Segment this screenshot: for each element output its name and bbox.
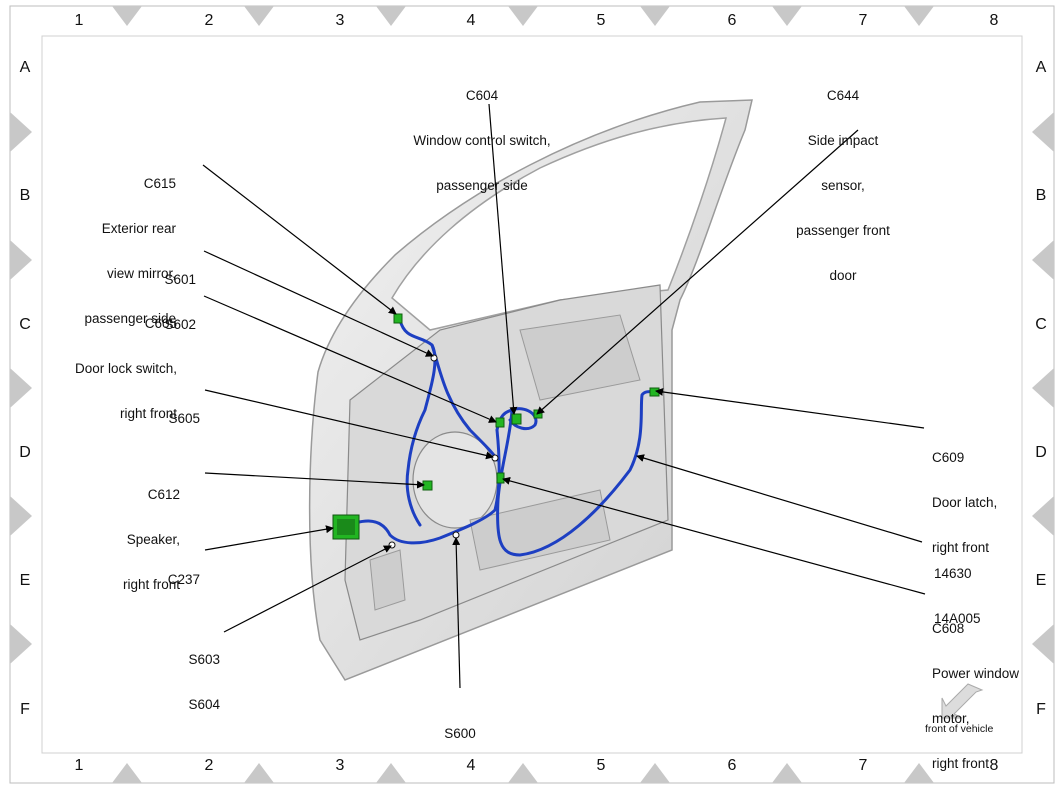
callout-c608-line-2: motor, xyxy=(932,711,970,726)
callout-c604: C604 Window control switch, passenger si… xyxy=(396,58,568,208)
grid-col-top-6: 6 xyxy=(727,12,737,29)
callout-c644: C644 Side impact sensor, passenger front… xyxy=(780,58,906,298)
callout-c608-line-1: Power window xyxy=(932,666,1020,681)
wiring-harness xyxy=(338,318,658,557)
grid-row-right-f: F xyxy=(1036,701,1046,718)
grid-row-left-e: E xyxy=(19,572,31,589)
callout-14630-14a005: 14630 14A005 xyxy=(934,536,1024,641)
grid-col-bottom-5: 5 xyxy=(596,757,606,774)
callout-c608-code: C608 xyxy=(932,621,965,636)
front-of-vehicle-label: front of vehicle xyxy=(925,723,994,735)
front-of-vehicle-arrow xyxy=(941,683,984,719)
callout-c615: C615 Exterior rear view mirror, passenge… xyxy=(50,146,176,341)
callout-14630-line-2: 14A005 xyxy=(934,611,981,626)
grid-row-left-b: B xyxy=(19,187,31,204)
grid-col-bottom-3: 3 xyxy=(335,757,345,774)
grid-col-top-4: 4 xyxy=(466,12,476,29)
callout-c605: C605 Door lock switch, right front xyxy=(40,286,177,436)
callout-c644-code: C644 xyxy=(826,88,860,103)
callout-c644-line-4: door xyxy=(829,268,857,283)
grid-col-bottom-6: 6 xyxy=(727,757,737,774)
callout-c605-line-1: Door lock switch, xyxy=(74,361,177,376)
c237-connector-face xyxy=(337,519,355,535)
grid-row-right-b: B xyxy=(1035,187,1047,204)
grid-col-top-3: 3 xyxy=(335,12,345,29)
grid-row-left-a: A xyxy=(19,59,31,76)
grid-col-top-1: 1 xyxy=(74,12,84,29)
callout-s600-code: S600 xyxy=(444,726,476,741)
callout-c612: C612 Speaker, right front xyxy=(80,457,180,607)
callout-c644-line-3: passenger front xyxy=(796,223,890,238)
callout-s603-line-2: S604 xyxy=(188,697,220,712)
callout-c237-code: C237 xyxy=(167,572,200,587)
callout-c612-line-1: Speaker, xyxy=(126,532,180,547)
callout-s601-line-1: S601 xyxy=(164,272,196,287)
grid-col-top-8: 8 xyxy=(989,12,999,29)
window-opening xyxy=(391,117,727,331)
grid-row-right-e: E xyxy=(1035,572,1047,589)
callout-c615-line-3: passenger side xyxy=(84,311,176,326)
grid-col-top-5: 5 xyxy=(596,12,606,29)
inner-frame xyxy=(41,35,1023,754)
grid-col-top-2: 2 xyxy=(204,12,214,29)
callout-c615-line-2: view mirror, xyxy=(106,266,176,281)
callout-c604-line-2: passenger side xyxy=(436,178,528,193)
grid-row-left-f: F xyxy=(20,701,30,718)
callout-c609: C609 Door latch, right front xyxy=(932,420,1042,570)
grid-col-bottom-4: 4 xyxy=(466,757,476,774)
callout-s605-code: S605 xyxy=(168,411,200,426)
leader-lines xyxy=(202,103,926,689)
grid-col-bottom-8: 8 xyxy=(989,757,999,774)
callout-c612-code: C612 xyxy=(147,487,180,502)
callout-s600: S600 xyxy=(420,696,500,756)
callout-c609-line-2: right front xyxy=(932,540,990,555)
callout-c644-line-1: Side impact xyxy=(807,133,879,148)
grid-col-top-7: 7 xyxy=(858,12,868,29)
callout-s605: S605 xyxy=(120,381,200,441)
grid-row-left-c: C xyxy=(19,316,31,333)
grid-col-bottom-1: 1 xyxy=(74,757,84,774)
callout-c609-code: C609 xyxy=(932,450,965,465)
grid-row-right-a: A xyxy=(1035,59,1047,76)
callout-c237: C237 xyxy=(120,542,200,602)
callout-14630-line-1: 14630 xyxy=(934,566,972,581)
callout-s601-s602: S601 S602 xyxy=(120,242,196,347)
panel-details xyxy=(369,314,641,611)
grid-col-bottom-7: 7 xyxy=(858,757,868,774)
callout-c608: C608 Power window motor, right front xyxy=(932,591,1042,786)
callout-c609-line-1: Door latch, xyxy=(932,495,998,510)
callout-s601-line-2: S602 xyxy=(164,317,196,332)
callout-c615-code: C615 xyxy=(143,176,176,191)
zone-marks xyxy=(10,6,1054,783)
callout-c604-code: C604 xyxy=(465,88,499,103)
callout-s603-s604: S603 S604 xyxy=(140,622,220,727)
callout-c608-line-3: right front xyxy=(932,756,990,771)
callout-c615-line-1: Exterior rear xyxy=(101,221,176,236)
callout-c644-line-2: sensor, xyxy=(821,178,865,193)
grid-row-right-d: D xyxy=(1035,444,1047,461)
callout-c612-line-2: right front xyxy=(122,577,180,592)
grid-row-right-c: C xyxy=(1035,316,1047,333)
callout-s603-line-1: S603 xyxy=(188,652,220,667)
callout-c604-line-1: Window control switch, xyxy=(413,133,551,148)
callout-c605-line-2: right front xyxy=(119,406,177,421)
grid-row-left-d: D xyxy=(19,444,31,461)
callout-c605-code: C605 xyxy=(144,316,177,331)
grid-col-bottom-2: 2 xyxy=(204,757,214,774)
